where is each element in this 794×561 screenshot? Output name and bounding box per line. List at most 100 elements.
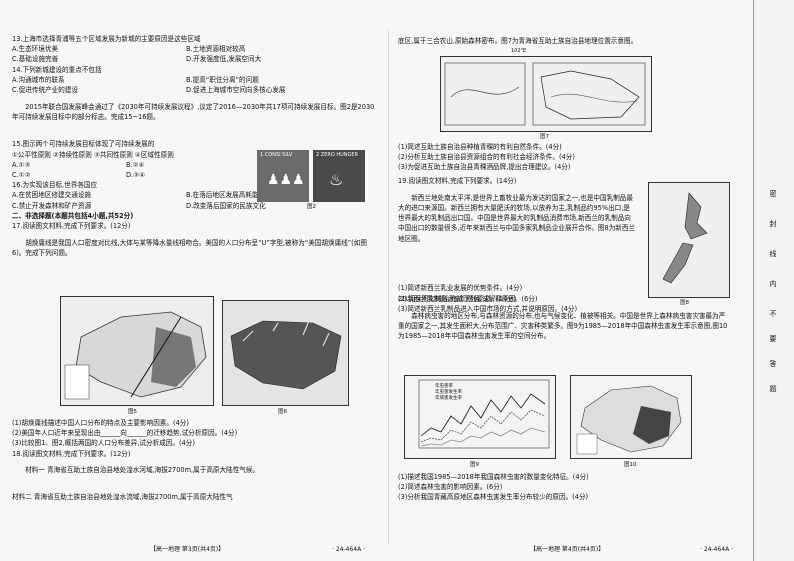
q18-part3: (3)为促进互助土族自治县青稞酒品牌,提出合理建议。(4分) — [398, 163, 571, 172]
seal-word-7: 答 — [769, 360, 777, 367]
sdg-label-2: 2 ZERO HUNGER — [316, 152, 359, 158]
left-column-lower: (1)胡焕庸线描述中国人口分布的特点及主要影响因素。(4分) (2)美国年人口近… — [12, 418, 380, 502]
us-map-svg — [230, 320, 342, 390]
nz-svg — [662, 192, 708, 284]
seal-word-6: 要 — [769, 335, 777, 342]
q17-part1: (1)胡焕庸线描述中国人口分布的特点及主要影响因素。(4分) — [12, 419, 189, 427]
q14-option-c: C.促进传统产业的建设 — [12, 86, 79, 95]
inset-map-frame — [444, 62, 526, 126]
sdg-figure: 1 CONSI SILV ♟♟♟ 2 ZERO HUNGER ♨ 图2 — [257, 150, 367, 210]
q19-part3: (3)简述新西兰乳制品进入中国市场的方式,并说明原因。(4分) — [398, 304, 578, 313]
seal-word-2: 封 — [769, 220, 777, 227]
q16-options: A.在贫困地区修建交通设施 B.在落后地区发展高耗能产业 — [12, 190, 380, 200]
fig10-caption: 图10 — [624, 462, 637, 468]
fig10-svg — [576, 385, 682, 455]
detail-river — [550, 93, 638, 103]
q17-intro: 胡焕庸线是我国人口密度对比线,大体与某等降水量线相吻合。美国的人口分布呈“U”字… — [12, 238, 367, 258]
bowl-icon: ♨ — [329, 170, 344, 189]
q20-intro: 森林病虫害的地区分布,与森林资源的分布,也与气候变化、植被等相关。中国是世界上森… — [398, 311, 728, 341]
series-line-2 — [420, 409, 546, 443]
fig9-svg — [418, 379, 550, 449]
series-line-1 — [420, 393, 546, 437]
right-column-top: 底区,属于三合农山,原始森林密布。图7为青海省互助土族自治县地理位置示意图。 — [398, 36, 730, 46]
q13-option-b: B.土地资源相对较高 — [186, 45, 246, 54]
china-population-map — [60, 296, 214, 406]
q13-option-a: A.生态环境优美 — [12, 45, 59, 54]
sdg-label-1: 1 CONSI SILV — [260, 152, 293, 158]
q18-material-cont: 底区,属于三合农山,原始森林密布。图7为青海省互助土族自治县地理位置示意图。 — [398, 37, 638, 45]
right-column-q20-parts: (1)描述我国1985—2018年我国森林虫害的数量变化特征。(4分) (2)简… — [398, 472, 730, 503]
q15-options: A.①③ B.②④ — [12, 160, 252, 170]
seal-word-1: 密 — [769, 190, 777, 197]
q13-options-2: C.基础设施完善 D.开发强度低,发展空间大 — [12, 54, 380, 64]
q13-option-d: D.开发强度低,发展空间大 — [186, 55, 262, 64]
section-heading: 二、非选择题(本题共包括4小题,共52分) — [12, 211, 134, 220]
fig10-legend — [576, 433, 598, 455]
question-14: 14.下列新城建设的重点不包括 — [12, 65, 102, 74]
fig7-caption: 图7 — [540, 134, 549, 140]
fig8-caption: 图8 — [680, 300, 689, 306]
q15-option-d: D.③④ — [126, 171, 145, 180]
legend-item-2: 年虫害发生率 — [435, 390, 462, 395]
huzhu-location-map: 102°E — [440, 48, 652, 132]
sdg-icon-zero-hunger: 2 ZERO HUNGER ♨ — [313, 150, 365, 202]
left-footer: 【高一地理 第3页(共4页)】 — [150, 546, 225, 553]
intro-15-16: 2015年联合国发展峰会通过了《2030年可持续发展议程》,议定了2016—20… — [12, 102, 375, 122]
china-map-svg — [64, 311, 207, 400]
q18-part1: (1)简述互助土族自治县种植青稞的有利自然条件。(4分) — [398, 143, 562, 151]
right-footer: 【高一地理 第4页(共4页)】 — [530, 546, 605, 553]
fig2-caption: 图2 — [307, 204, 316, 210]
hu-line — [130, 316, 182, 398]
fig7-longitude-label: 102°E — [511, 48, 527, 54]
question-19: 19.阅读图文材料,完成下列要求。(14分) — [398, 177, 517, 185]
q16-option-c: C.禁止开发森林和矿产资源 — [12, 201, 92, 210]
q19-part2: (2)新西兰乳制品运输比航运,试解释原因。(6分) — [398, 294, 538, 303]
question-17: 17.阅读图文材料,完成下列要求。(12分) — [12, 222, 131, 231]
question-15: 15.图示两个可持续发展目标体现了可持续发展的 — [12, 140, 155, 149]
q16-option-a: A.在贫困地区修建交通设施 — [12, 191, 92, 200]
seal-word-5: 不 — [769, 310, 777, 317]
series-line-3 — [420, 427, 546, 447]
detail-map-frame — [532, 62, 646, 126]
seal-word-8: 题 — [769, 385, 777, 392]
river-line — [450, 86, 520, 98]
question-20: 20.阅读图文材料,完成下列要求。(14分) — [398, 295, 517, 303]
right-column-q20: 20.阅读图文材料,完成下列要求。(14分) 森林病虫害的地区分布,与森林资源的… — [398, 294, 730, 369]
fig6-caption: 图6 — [278, 409, 287, 415]
question-18: 18.阅读图文材料,完成下列要求。(12分) — [12, 449, 131, 458]
right-column-q18: (1)简述互助土族自治县种植青稞的有利自然条件。(4分) (2)分析互助土族自治… — [398, 142, 730, 173]
q18-material-1: 材料一 青海省互助土族自治县地处湟水河域,海拔2700m,属于高原大陆性气候。 — [25, 466, 260, 475]
population-spikes — [242, 320, 330, 347]
q14-option-d: D.促进上海城市空间向多核心发展 — [186, 86, 286, 95]
q20-part1: (1)描述我国1985—2018年我国森林虫害的数量变化特征。(4分) — [398, 473, 589, 481]
q18-part2: (2)分析互助土族自治县资源组合的有利社会经济条件。(4分) — [398, 153, 575, 162]
seal-word-4: 内 — [769, 280, 777, 287]
column-divider — [388, 30, 389, 545]
question-13: 13.上海市选择青浦等五个区域发展为新城的主要原因是这些区域 — [12, 35, 201, 43]
china-pest-map — [570, 375, 692, 459]
fig7-svg — [444, 62, 646, 126]
legend-item-1: 年虫害率 — [435, 384, 453, 389]
fig5-caption: 图5 — [128, 409, 137, 415]
q14-option-a: A.沟通城市的联系 — [12, 75, 65, 84]
q17-part3: (3)比较图1、图2,概括两国的人口分布差异,试分析成因。(4分) — [12, 439, 195, 448]
q19-part1: (1)简述新西兰乳业发展的优势条件。(4分) — [398, 284, 523, 293]
q20-part2: (2)简述森林虫害的影响因素。(6分) — [398, 483, 503, 492]
q15-options-2: C.①② D.③④ — [12, 170, 252, 180]
legend-item-3: 年病害发生率 — [435, 396, 462, 401]
seal-line-sidebar: 密 封 线 内 不 要 答 题 — [753, 0, 794, 561]
plot-frame — [418, 379, 550, 449]
q15-option-a: A.①③ — [12, 160, 31, 169]
fig9-legend: 年虫害率 年虫害发生率 年病害发生率 — [435, 384, 462, 402]
q17-part2: (2)美国年人口近年来呈现出由______向______的迁移趋势,试分析原因。… — [12, 429, 238, 438]
dense-population-area — [151, 327, 196, 387]
people-icon: ♟♟♟ — [267, 172, 305, 188]
q14-options: A.沟通城市的联系 B.提高“职住分离”的问题 — [12, 75, 380, 85]
q16-option-d: D.改变落后国家的民族文化 — [186, 201, 266, 210]
fig9-caption: 图9 — [470, 462, 479, 468]
north-island — [684, 192, 708, 240]
map-legend — [64, 364, 90, 400]
us-population-map — [222, 300, 349, 406]
right-column-q19: 19.阅读图文材料,完成下列要求。(14分) 新西兰地处南太平洋,是世界上畜牧业… — [398, 176, 636, 314]
